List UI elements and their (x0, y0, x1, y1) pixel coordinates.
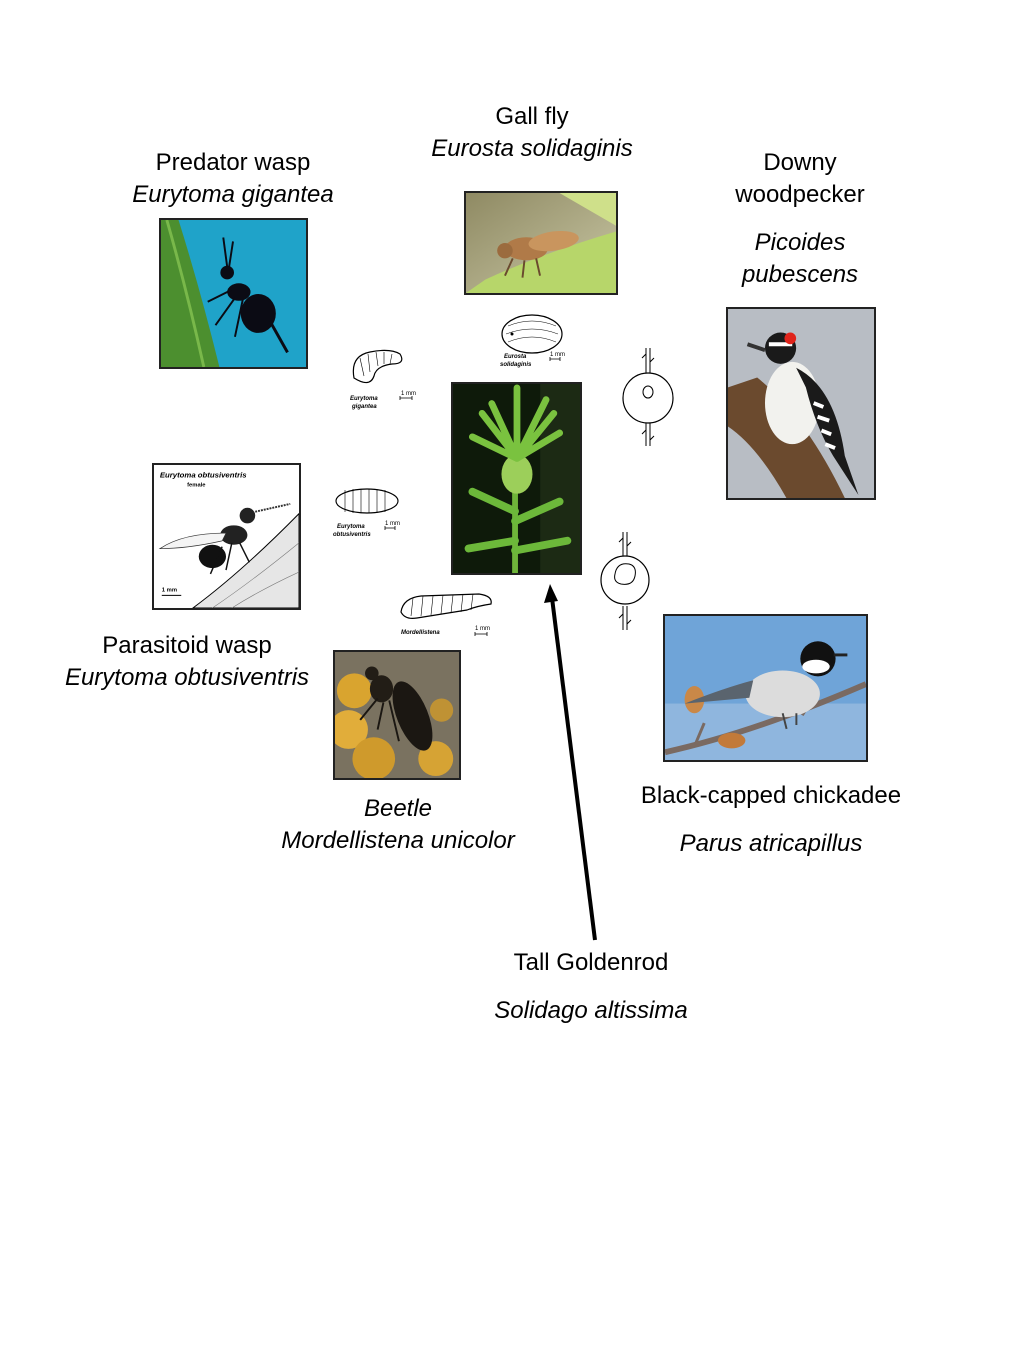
gall-intact-icon (620, 348, 676, 448)
goldenrod-label: Tall Goldenrod Solidago altissima (466, 947, 716, 1027)
gigantea-scale-label: 1 mm (401, 391, 416, 397)
predator-wasp-common: Predator wasp (155, 149, 311, 176)
gall-fly-label: Gall fly Eurosta solidaginis (412, 101, 652, 165)
beetle-scientific: Mordellistena unicolor (281, 827, 515, 854)
parasitoid-wasp-label: Parasitoid wasp Eurytoma obtusiventris (42, 630, 332, 694)
predator-wasp-scientific: Eurytoma gigantea (132, 181, 334, 208)
goldenrod-scientific: Solidago altissima (494, 997, 688, 1024)
obtusiventris-larva-sketch: Eurytoma obtusiventris 1 mm (331, 484, 403, 542)
chickadee-photo (663, 614, 868, 762)
gall-fly-common: Gall fly (495, 103, 569, 130)
chickadee-common: Black-capped chickadee (640, 782, 902, 809)
mordellistena-larva-sketch: Mordellistena 1 mm (397, 588, 497, 640)
chickadee-scientific: Parus atricapillus (679, 830, 863, 857)
goldenrod-common: Tall Goldenrod (513, 949, 669, 976)
eurosta-larva-sketch: Eurosta solidaginis 1 mm (498, 312, 570, 372)
beetle-label: Beetle Mordellistena unicolor (258, 793, 538, 857)
predator-wasp-photo (159, 218, 308, 369)
obtusiventris-larva-label-2: obtusiventris (333, 532, 371, 538)
mordellistena-larva-label: Mordellistena (401, 630, 440, 636)
eurosta-larva-label-2: solidaginis (500, 362, 532, 368)
drawing-subtitle: female (187, 482, 206, 488)
wasp-drawing: Eurytoma obtusiventris female 1 mm (152, 463, 301, 610)
woodpecker-sci-line2: pubescens (741, 261, 859, 288)
obtusiventris-larva-label-1: Eurytoma (337, 524, 365, 530)
woodpecker-common-line1: Downy (763, 149, 837, 176)
beetle-photo (333, 650, 461, 780)
gall-pecked-icon (597, 532, 653, 632)
gigantea-larva-label-2: gigantea (351, 404, 377, 410)
predator-wasp-label: Predator wasp Eurytoma gigantea (102, 147, 364, 211)
woodpecker-photo (726, 307, 876, 500)
gall-fly-photo (464, 191, 618, 295)
woodpecker-label: Downy woodpecker Picoides pubescens (700, 147, 900, 291)
gigantea-larva-sketch: Eurytoma gigantea 1 mm (346, 348, 420, 416)
eurosta-scale-label: 1 mm (550, 352, 565, 358)
obtusiventris-scale-label: 1 mm (385, 521, 400, 527)
woodpecker-sci-line1: Picoides (754, 229, 846, 256)
goldenrod-photo (451, 382, 582, 575)
beetle-common: Beetle (363, 795, 433, 822)
chickadee-label: Black-capped chickadee Parus atricapillu… (616, 780, 926, 860)
gigantea-larva-label-1: Eurytoma (350, 396, 378, 402)
parasitoid-wasp-scientific: Eurytoma obtusiventris (64, 664, 310, 691)
drawing-title: Eurytoma obtusiventris (160, 471, 247, 480)
parasitoid-wasp-common: Parasitoid wasp (102, 632, 272, 659)
woodpecker-common-line2: woodpecker (735, 181, 865, 208)
eurosta-larva-label-1: Eurosta (504, 354, 527, 360)
mordellistena-scale-label: 1 mm (475, 626, 490, 632)
drawing-scale-label: 1 mm (162, 587, 177, 593)
gall-fly-scientific: Eurosta solidaginis (431, 135, 633, 162)
